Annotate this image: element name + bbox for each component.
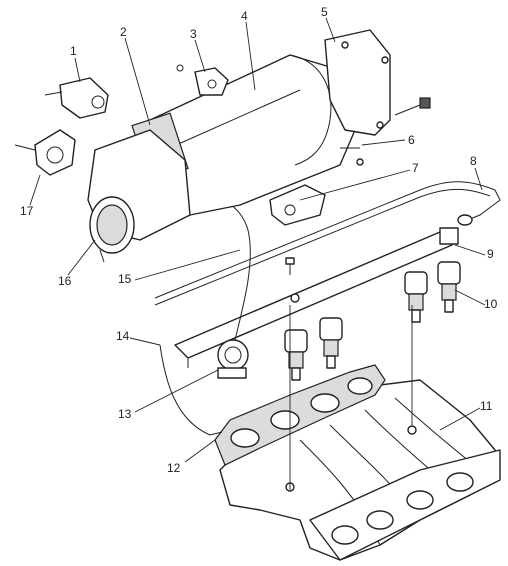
- callout-16: 16: [58, 274, 72, 288]
- plenum-cover: [324, 29, 391, 136]
- callout-9: 9: [487, 247, 494, 261]
- mounting-bracket: [176, 64, 229, 96]
- callout-14: 14: [116, 329, 130, 343]
- fuel-rail: [174, 227, 459, 368]
- callout-7: 7: [412, 161, 419, 175]
- callout-2: 2: [120, 25, 127, 39]
- callout-17: 17: [20, 204, 34, 218]
- throttle-position-sensor: [14, 129, 76, 176]
- callout-11: 11: [480, 399, 493, 413]
- fuel-pipe: [154, 181, 501, 306]
- idle-air-control-valve: [44, 77, 109, 119]
- callout-12: 12: [167, 461, 181, 475]
- throttle-body: [87, 129, 191, 254]
- callout-8: 8: [470, 154, 477, 168]
- fuel-pressure-regulator: [217, 339, 249, 379]
- callout-10: 10: [484, 297, 498, 311]
- fasteners: [99, 97, 431, 303]
- callout-5: 5: [321, 5, 328, 19]
- manifold-gasket: [214, 364, 386, 466]
- vacuum-hose: [159, 344, 223, 436]
- fuel-injectors: [284, 261, 461, 381]
- callout-15: 15: [118, 272, 132, 286]
- callout-1: 1: [70, 44, 77, 58]
- callout-4: 4: [241, 9, 248, 23]
- callout-6: 6: [408, 133, 415, 147]
- callout-13: 13: [118, 407, 132, 421]
- callout-labels: 1 2 3 4 5 6 7 8 9 10 11 12 13 14 15 16 1…: [20, 5, 498, 475]
- callout-3: 3: [190, 27, 197, 41]
- callout-leaders: [29, 17, 486, 490]
- support-bracket: [269, 184, 326, 226]
